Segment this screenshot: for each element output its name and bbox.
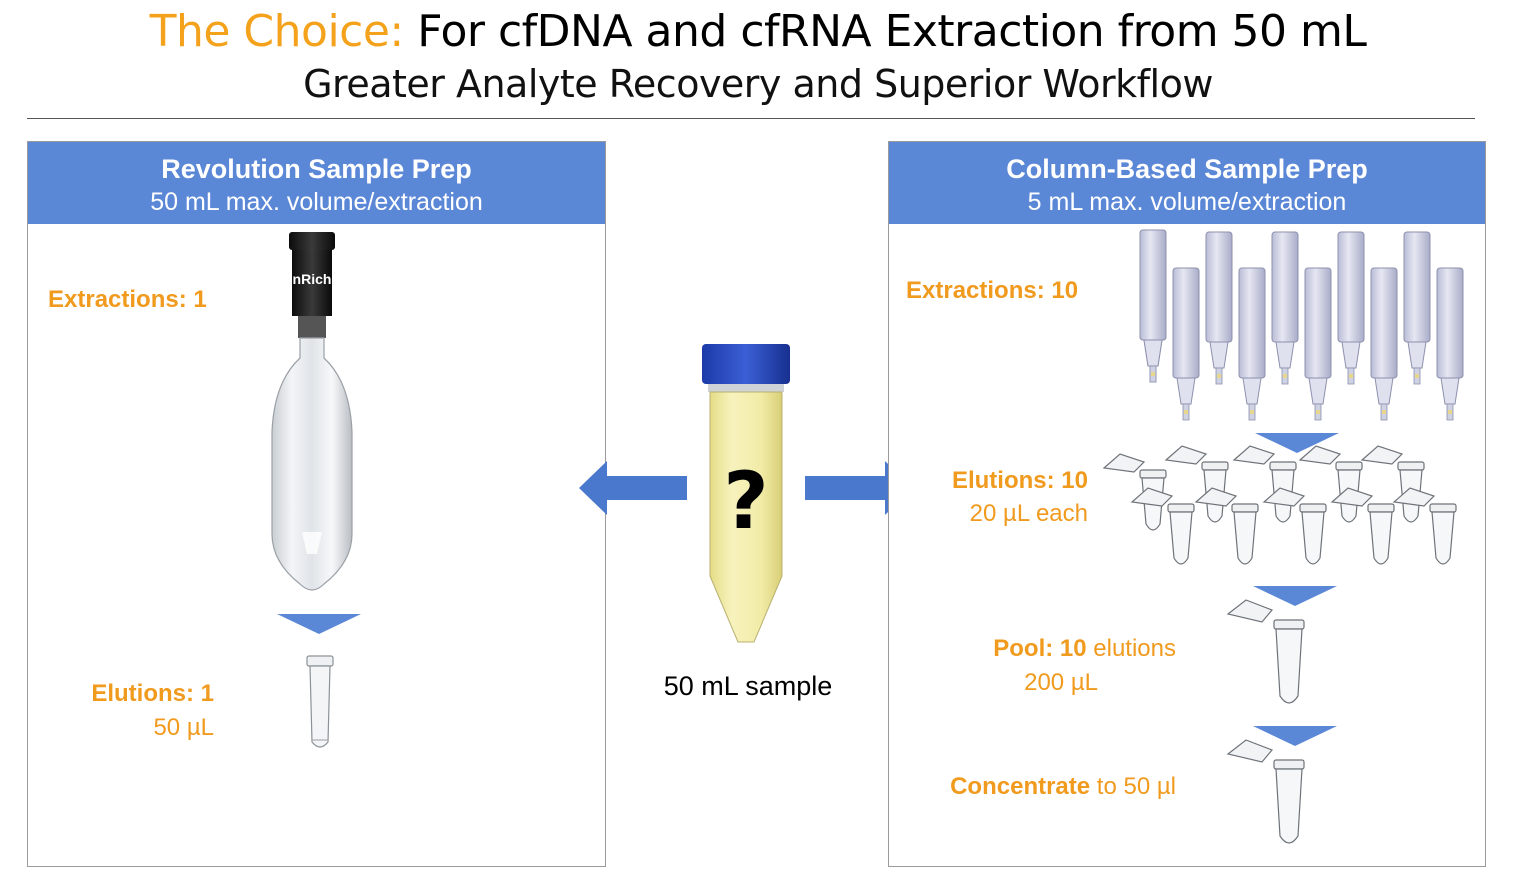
column-panel-header: Column-Based Sample Prep 5 mL max. volum… (889, 142, 1485, 224)
sample-label: 50 mL sample (663, 671, 833, 701)
title-divider (27, 118, 1475, 119)
page-title: The Choice: For cfDNA and cfRNA Extracti… (0, 4, 1516, 60)
column-elutions-label: Elutions: 10 (951, 467, 1088, 494)
right-arrow-icon (805, 461, 913, 515)
concentrate-label: Concentrate to 50 µl (950, 773, 1176, 800)
revolution-elution-volume: 50 µL (153, 714, 214, 741)
nrich-bottle-icon: nRich (271, 232, 353, 591)
column-flow-arrow-2 (1253, 586, 1337, 606)
title-accent: The Choice: (149, 6, 405, 57)
column-flow-arrow-3 (1253, 726, 1337, 746)
revolution-elutions-label: Elutions: 1 (91, 680, 214, 707)
revolution-panel-header: Revolution Sample Prep 50 mL max. volume… (28, 142, 605, 224)
question-mark: ? (723, 457, 768, 547)
left-arrow-icon (579, 461, 687, 515)
sample-tube-icon: ? (702, 344, 790, 643)
concentrated-tube-icon (1226, 739, 1305, 844)
column-extractions-label: Extractions: 10 (906, 277, 1079, 304)
elution-tube-icon (306, 655, 334, 748)
column-panel-title: Column-Based Sample Prep (1006, 154, 1368, 184)
title-main: For cfDNA and cfRNA Extraction from 50 m… (403, 6, 1367, 57)
column-elution-volume: 20 µL each (969, 500, 1088, 527)
revolution-panel-subtitle: 50 mL max. volume/extraction (150, 188, 483, 216)
revolution-panel-title: Revolution Sample Prep (161, 154, 472, 184)
page-subtitle: Greater Analyte Recovery and Superior Wo… (303, 62, 1213, 106)
microtubes-icon (1103, 445, 1457, 565)
revolution-extractions-label: Extractions: 1 (48, 286, 207, 313)
nrich-cap-label: nRich (293, 271, 332, 287)
pooled-tube-icon (1226, 599, 1305, 704)
spin-columns-icon (1139, 229, 1464, 421)
pool-label: Pool: 10 elutions (993, 635, 1176, 662)
column-panel-subtitle: 5 mL max. volume/extraction (1027, 188, 1347, 216)
pool-volume: 200 µL (1024, 669, 1098, 696)
revolution-flow-arrow (277, 614, 361, 634)
